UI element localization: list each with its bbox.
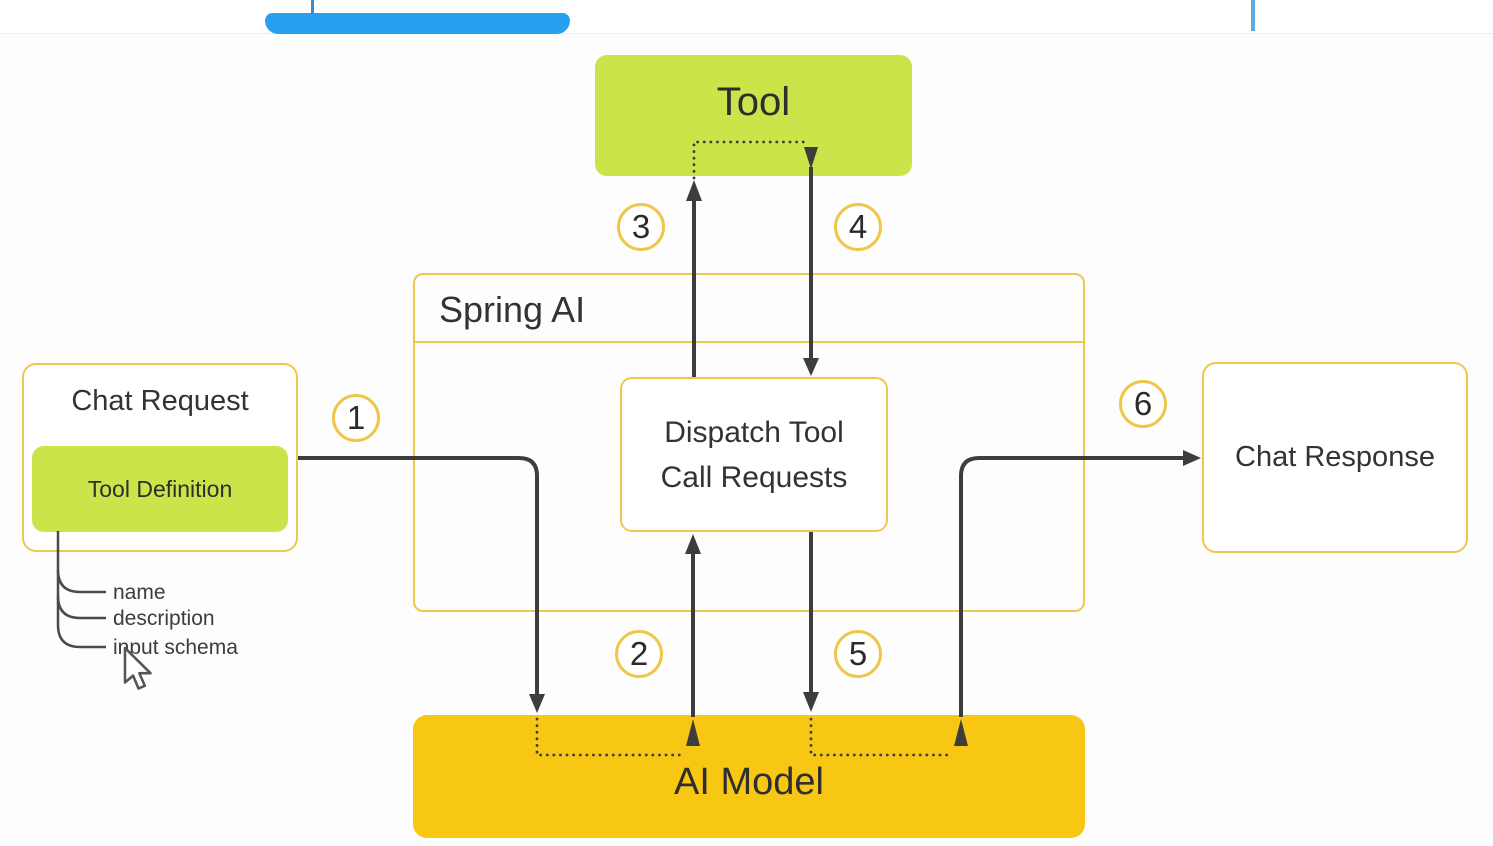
field-label-input-schema: input schema bbox=[113, 636, 238, 659]
top-blue-tick-left bbox=[311, 0, 314, 14]
chat-request-label: Chat Request bbox=[71, 385, 249, 417]
node-tool-definition: Tool Definition bbox=[32, 446, 288, 532]
arrow-3-head bbox=[686, 180, 702, 201]
arrow-6-head bbox=[1183, 450, 1201, 466]
step-circle-3: 3 bbox=[617, 203, 665, 251]
field-tree-branch-name bbox=[56, 569, 106, 594]
step-circle-6: 6 bbox=[1119, 380, 1167, 428]
arrow-5-head bbox=[803, 692, 819, 712]
ai-model-label: AI Model bbox=[674, 761, 824, 803]
spring-ai-header: Spring AI bbox=[415, 275, 1083, 343]
spring-ai-label: Spring AI bbox=[439, 289, 586, 330]
step-circle-1: 1 bbox=[332, 394, 380, 442]
field-label-name: name bbox=[113, 581, 166, 604]
step-circle-4: 4 bbox=[834, 203, 882, 251]
field-tree-branch-description bbox=[56, 595, 106, 620]
chat-response-label: Chat Response bbox=[1235, 441, 1435, 473]
node-dispatch-tool-call-requests: Dispatch Tool Call Requests bbox=[620, 377, 888, 532]
tool-definition-label: Tool Definition bbox=[87, 475, 233, 502]
step-circle-5: 5 bbox=[834, 630, 882, 678]
node-tool: Tool bbox=[595, 55, 912, 176]
node-tool-label: Tool bbox=[716, 80, 791, 124]
node-chat-response: Chat Response bbox=[1202, 362, 1468, 553]
top-blue-bar bbox=[265, 13, 570, 34]
field-label-description: description bbox=[113, 607, 215, 630]
arrow-1-head bbox=[529, 694, 545, 713]
node-ai-model: AI Model bbox=[413, 715, 1085, 838]
top-strip bbox=[0, 0, 1493, 34]
step-circle-2: 2 bbox=[615, 630, 663, 678]
node-spring-ai: Spring AI bbox=[413, 273, 1085, 612]
top-blue-tick-right bbox=[1251, 0, 1255, 31]
dispatch-label: Dispatch Tool Call Requests bbox=[660, 415, 848, 494]
